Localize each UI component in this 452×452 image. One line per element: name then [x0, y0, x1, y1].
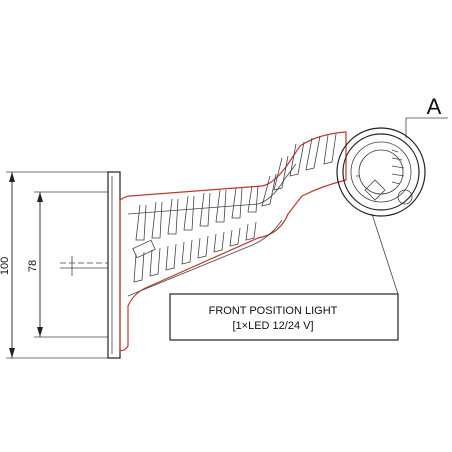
lamp-head: [336, 127, 426, 217]
dimension-label-overall: 100: [0, 257, 11, 275]
callout-a: A: [405, 94, 448, 138]
dimension-mount-height: 78: [27, 191, 108, 338]
mounting-bolt: [60, 256, 108, 276]
label-line-2: [1×LED 12/24 V]: [232, 320, 313, 332]
dimension-overall-height: 100: [0, 171, 116, 359]
label-line-1: FRONT POSITION LIGHT: [209, 305, 338, 317]
dimension-label-mount: 78: [27, 260, 39, 272]
callout-letter: A: [427, 94, 442, 119]
arm-ribs: [133, 133, 337, 283]
mounting-base: [107, 171, 121, 359]
label-box: FRONT POSITION LIGHT [1×LED 12/24 V]: [169, 293, 399, 341]
leader-line: [371, 213, 399, 295]
logo-badge: [132, 239, 156, 259]
rubber-arm: [119, 131, 347, 352]
